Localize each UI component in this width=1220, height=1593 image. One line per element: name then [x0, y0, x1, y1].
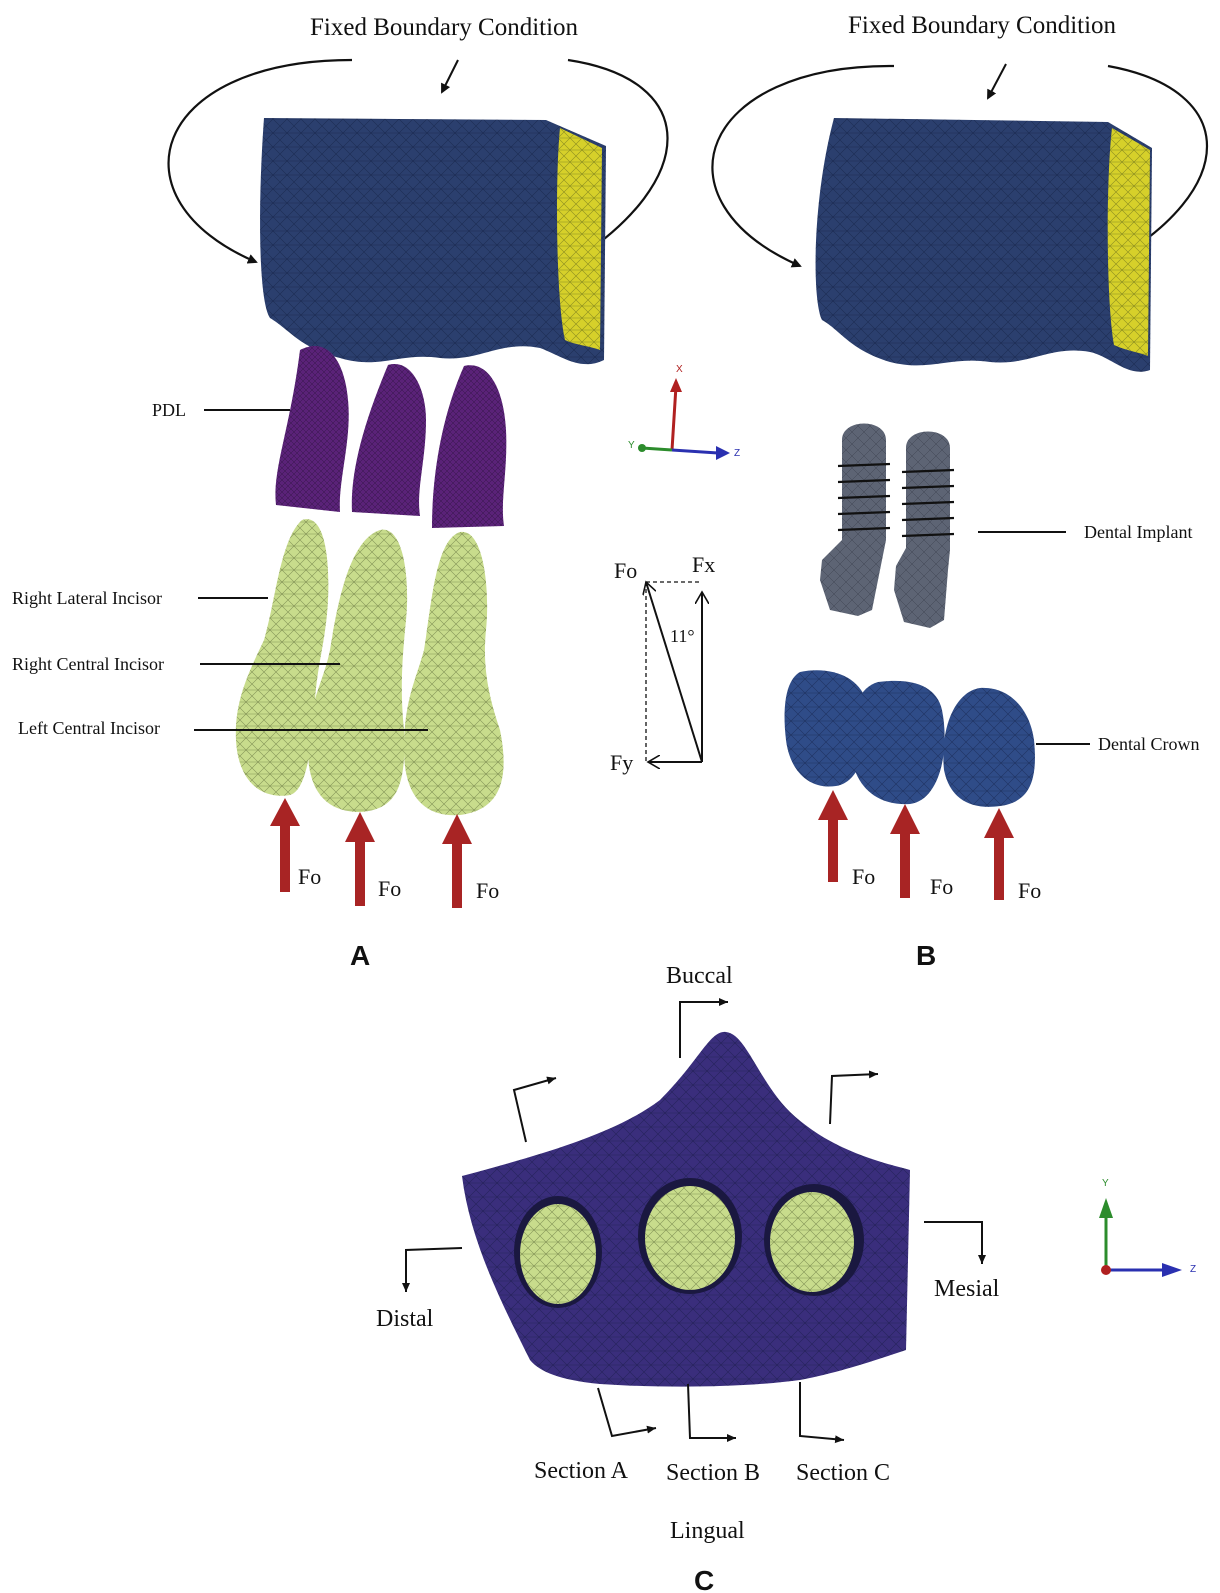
alveolar-bone-b [816, 118, 1152, 372]
section-marker-right-top [830, 1074, 878, 1124]
force-arrow-a-3 [442, 814, 472, 908]
force-label-a-3: Fo [476, 878, 499, 903]
section-marker-distal [406, 1248, 462, 1292]
force-label-a-2: Fo [378, 876, 401, 901]
fo-vector [646, 582, 702, 762]
incisor-teeth [236, 519, 504, 815]
distal-label: Distal [376, 1306, 434, 1332]
section-marker-b [688, 1384, 736, 1438]
right-lateral-label: Right Lateral Incisor [12, 588, 162, 608]
force-arrow-b-3 [984, 808, 1014, 900]
section-marker-mesial [924, 1222, 982, 1264]
force-label-b-1: Fo [852, 864, 875, 889]
dental-implants [820, 424, 954, 629]
right-central-label: Right Central Incisor [12, 654, 164, 674]
axis-z-label-bottom: Z [1190, 1264, 1196, 1275]
fx-label: Fx [692, 552, 715, 577]
pdl-label: PDL [152, 400, 186, 420]
force-arrow-b-2 [890, 804, 920, 898]
panel-c: Buccal Distal Mesial Secti [376, 963, 1000, 1593]
boundary-arrow-b-top [988, 64, 1006, 98]
pdl-group [275, 346, 506, 528]
dental-crowns [785, 670, 1035, 807]
fo-label: Fo [614, 558, 637, 583]
axis-y-label-bottom: Y [1102, 1178, 1109, 1189]
force-arrow-a-1 [270, 798, 300, 892]
axis-z-label-top: Z [734, 448, 740, 459]
panel-b-boundary-label: Fixed Boundary Condition [848, 12, 1117, 39]
force-decomposition-diagram: Fo Fx Fy 11° [610, 552, 715, 775]
axis-z-top [672, 450, 718, 453]
section-marker-left-top [514, 1078, 556, 1142]
boundary-arrow-a-top [442, 60, 458, 92]
axis-y-top [642, 448, 672, 450]
implant-label: Dental Implant [1084, 522, 1192, 542]
panel-c-letter: C [694, 1565, 714, 1593]
lingual-label: Lingual [670, 1518, 745, 1544]
panel-a: Fixed Boundary Condition PDL [12, 14, 668, 971]
fy-label: Fy [610, 750, 633, 775]
axis-origin-bottom [1101, 1265, 1111, 1275]
section-marker-c [800, 1382, 844, 1440]
crown-label: Dental Crown [1098, 734, 1199, 754]
axis-y-label-top: Y [628, 440, 635, 451]
left-central-label: Left Central Incisor [18, 718, 160, 738]
axis-x-top [672, 386, 676, 450]
force-label-b-2: Fo [930, 874, 953, 899]
section-a-label: Section A [534, 1458, 629, 1484]
section-b-label: Section B [666, 1460, 760, 1486]
force-arrows-a [270, 798, 472, 908]
force-label-b-3: Fo [1018, 878, 1041, 903]
force-arrow-b-1 [818, 790, 848, 882]
panel-b-letter: B [916, 940, 936, 971]
panel-a-boundary-label: Fixed Boundary Condition [310, 14, 579, 41]
angle-label: 11° [670, 626, 695, 646]
axis-x-label-top: X [676, 364, 683, 375]
alveolar-bone-a [260, 118, 606, 364]
tooth-socket-sections [514, 1178, 864, 1308]
panel-a-letter: A [350, 940, 370, 971]
buccal-label: Buccal [666, 963, 733, 989]
panel-b: Fixed Boundary Condition [712, 12, 1207, 971]
force-label-a-1: Fo [298, 864, 321, 889]
axis-triad-bottom: Y Z [1099, 1178, 1196, 1277]
mesial-label: Mesial [934, 1276, 1000, 1302]
section-c-label: Section C [796, 1460, 890, 1486]
axis-triad-top: X Z Y [628, 364, 740, 460]
section-marker-a [598, 1388, 656, 1436]
force-arrow-a-2 [345, 812, 375, 906]
